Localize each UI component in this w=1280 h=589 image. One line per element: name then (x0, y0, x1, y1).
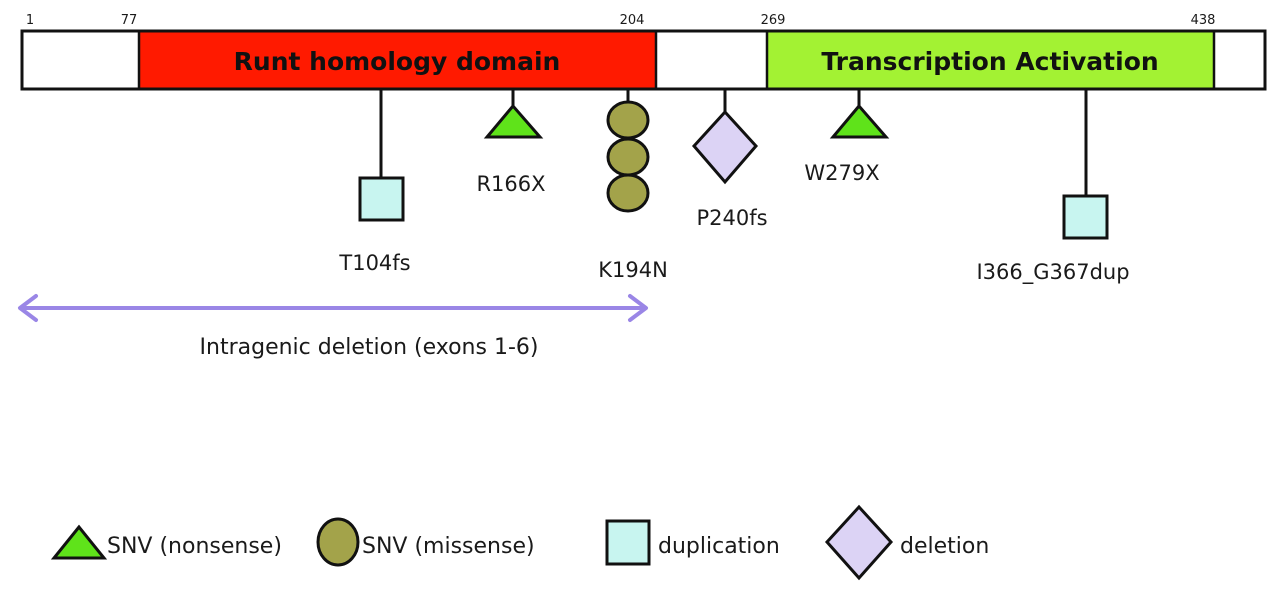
mutation-r166x: R166X (476, 89, 546, 196)
legend-label-missense: SNV (missense) (362, 534, 535, 559)
mutation-label: T104fs (338, 251, 410, 275)
mutation-label: I366_G367dup (976, 260, 1129, 285)
domain-ta-label: Transcription Activation (821, 47, 1158, 76)
legend-duplication-square-icon (605, 519, 651, 566)
position-label-77: 77 (121, 13, 138, 28)
deletion-diamond-icon (691, 109, 759, 185)
mutation-i366-g367dup: I366_G367dup (976, 89, 1130, 285)
legend-nonsense-triangle-icon (50, 524, 108, 560)
mutation-label: K194N (598, 258, 668, 282)
missense-circle-icon (606, 100, 650, 140)
mutation-label: W279X (804, 161, 879, 185)
position-label-204: 204 (620, 13, 645, 28)
legend-label-duplication: duplication (658, 534, 780, 559)
intragenic-deletion: Intragenic deletion (exons 1-6) (18, 294, 648, 360)
domain-runt (137, 29, 658, 91)
duplication-square-icon (358, 176, 405, 222)
mutation-p240fs: P240fs (691, 89, 768, 230)
missense-circle-icon (606, 173, 650, 213)
domain-runt-label: Runt homology domain (234, 47, 561, 76)
position-label-1: 1 (26, 13, 34, 28)
nonsense-triangle-icon (483, 103, 544, 139)
mutation-label: R166X (476, 172, 545, 196)
intragenic-deletion-label: Intragenic deletion (exons 1-6) (200, 335, 539, 360)
legend-missense-circle-icon (316, 517, 360, 567)
missense-circle-icon (606, 137, 650, 177)
mutation-t104fs: T104fs (338, 89, 411, 275)
mutation-w279x: W279X (804, 89, 890, 185)
nonsense-triangle-icon (829, 103, 890, 139)
position-label-269: 269 (761, 13, 786, 28)
position-label-438: 438 (1191, 13, 1216, 28)
duplication-square-icon (1062, 194, 1109, 240)
legend: SNV (nonsense) SNV (missense) duplicatio… (50, 504, 989, 581)
legend-label-deletion: deletion (900, 534, 989, 559)
legend-label-nonsense: SNV (nonsense) (107, 534, 282, 559)
legend-deletion-diamond-icon (824, 504, 894, 581)
mutation-label: P240fs (696, 206, 767, 230)
mutation-k194n: K194N (598, 89, 668, 282)
